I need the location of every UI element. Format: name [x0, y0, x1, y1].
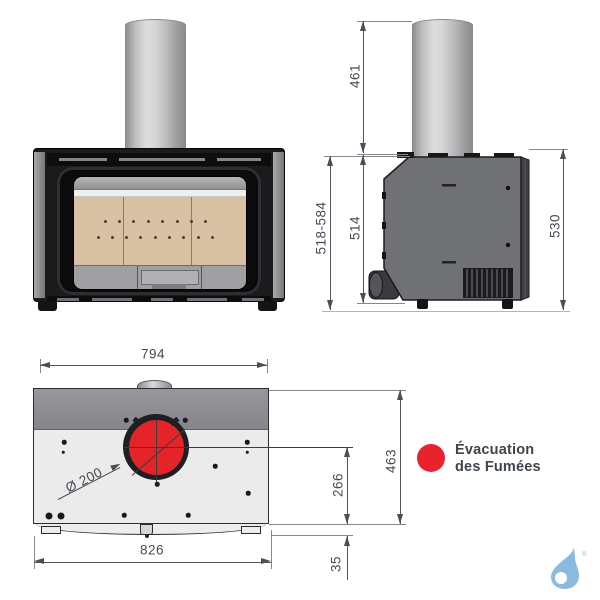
- door-window: [73, 176, 247, 290]
- side-body: [368, 152, 530, 309]
- ground-line: [322, 310, 570, 312]
- firebrick-panels: [74, 197, 246, 265]
- baffle-deflector: [74, 177, 246, 190]
- side-bolt: [505, 185, 511, 191]
- front-left-foot: [38, 301, 57, 311]
- front-body: [33, 148, 285, 302]
- registered-mark: ®: [582, 552, 587, 558]
- flue-pipe-front: [125, 19, 186, 149]
- air-wash-strip: [74, 190, 246, 197]
- legend-red-dot: [417, 444, 445, 472]
- top-recess: [47, 153, 271, 166]
- firebox-base: [74, 265, 246, 289]
- ash-cover: [141, 270, 199, 285]
- convection-grille: [463, 268, 513, 298]
- stove-door: [57, 167, 261, 295]
- side-foot: [502, 299, 513, 309]
- pipe-collar-bracket: [397, 152, 414, 158]
- flue-pipe-side: [412, 19, 473, 158]
- right-side-panel: [273, 152, 284, 298]
- brand-waterdrop-logo: [551, 547, 579, 589]
- front-right-foot: [258, 301, 277, 311]
- side-bolt: [505, 242, 511, 248]
- bottom-vent-strip: [47, 296, 271, 302]
- legend-label: Évacuation des Fumées: [455, 442, 541, 475]
- side-foot: [417, 299, 428, 309]
- left-side-panel: [34, 152, 45, 298]
